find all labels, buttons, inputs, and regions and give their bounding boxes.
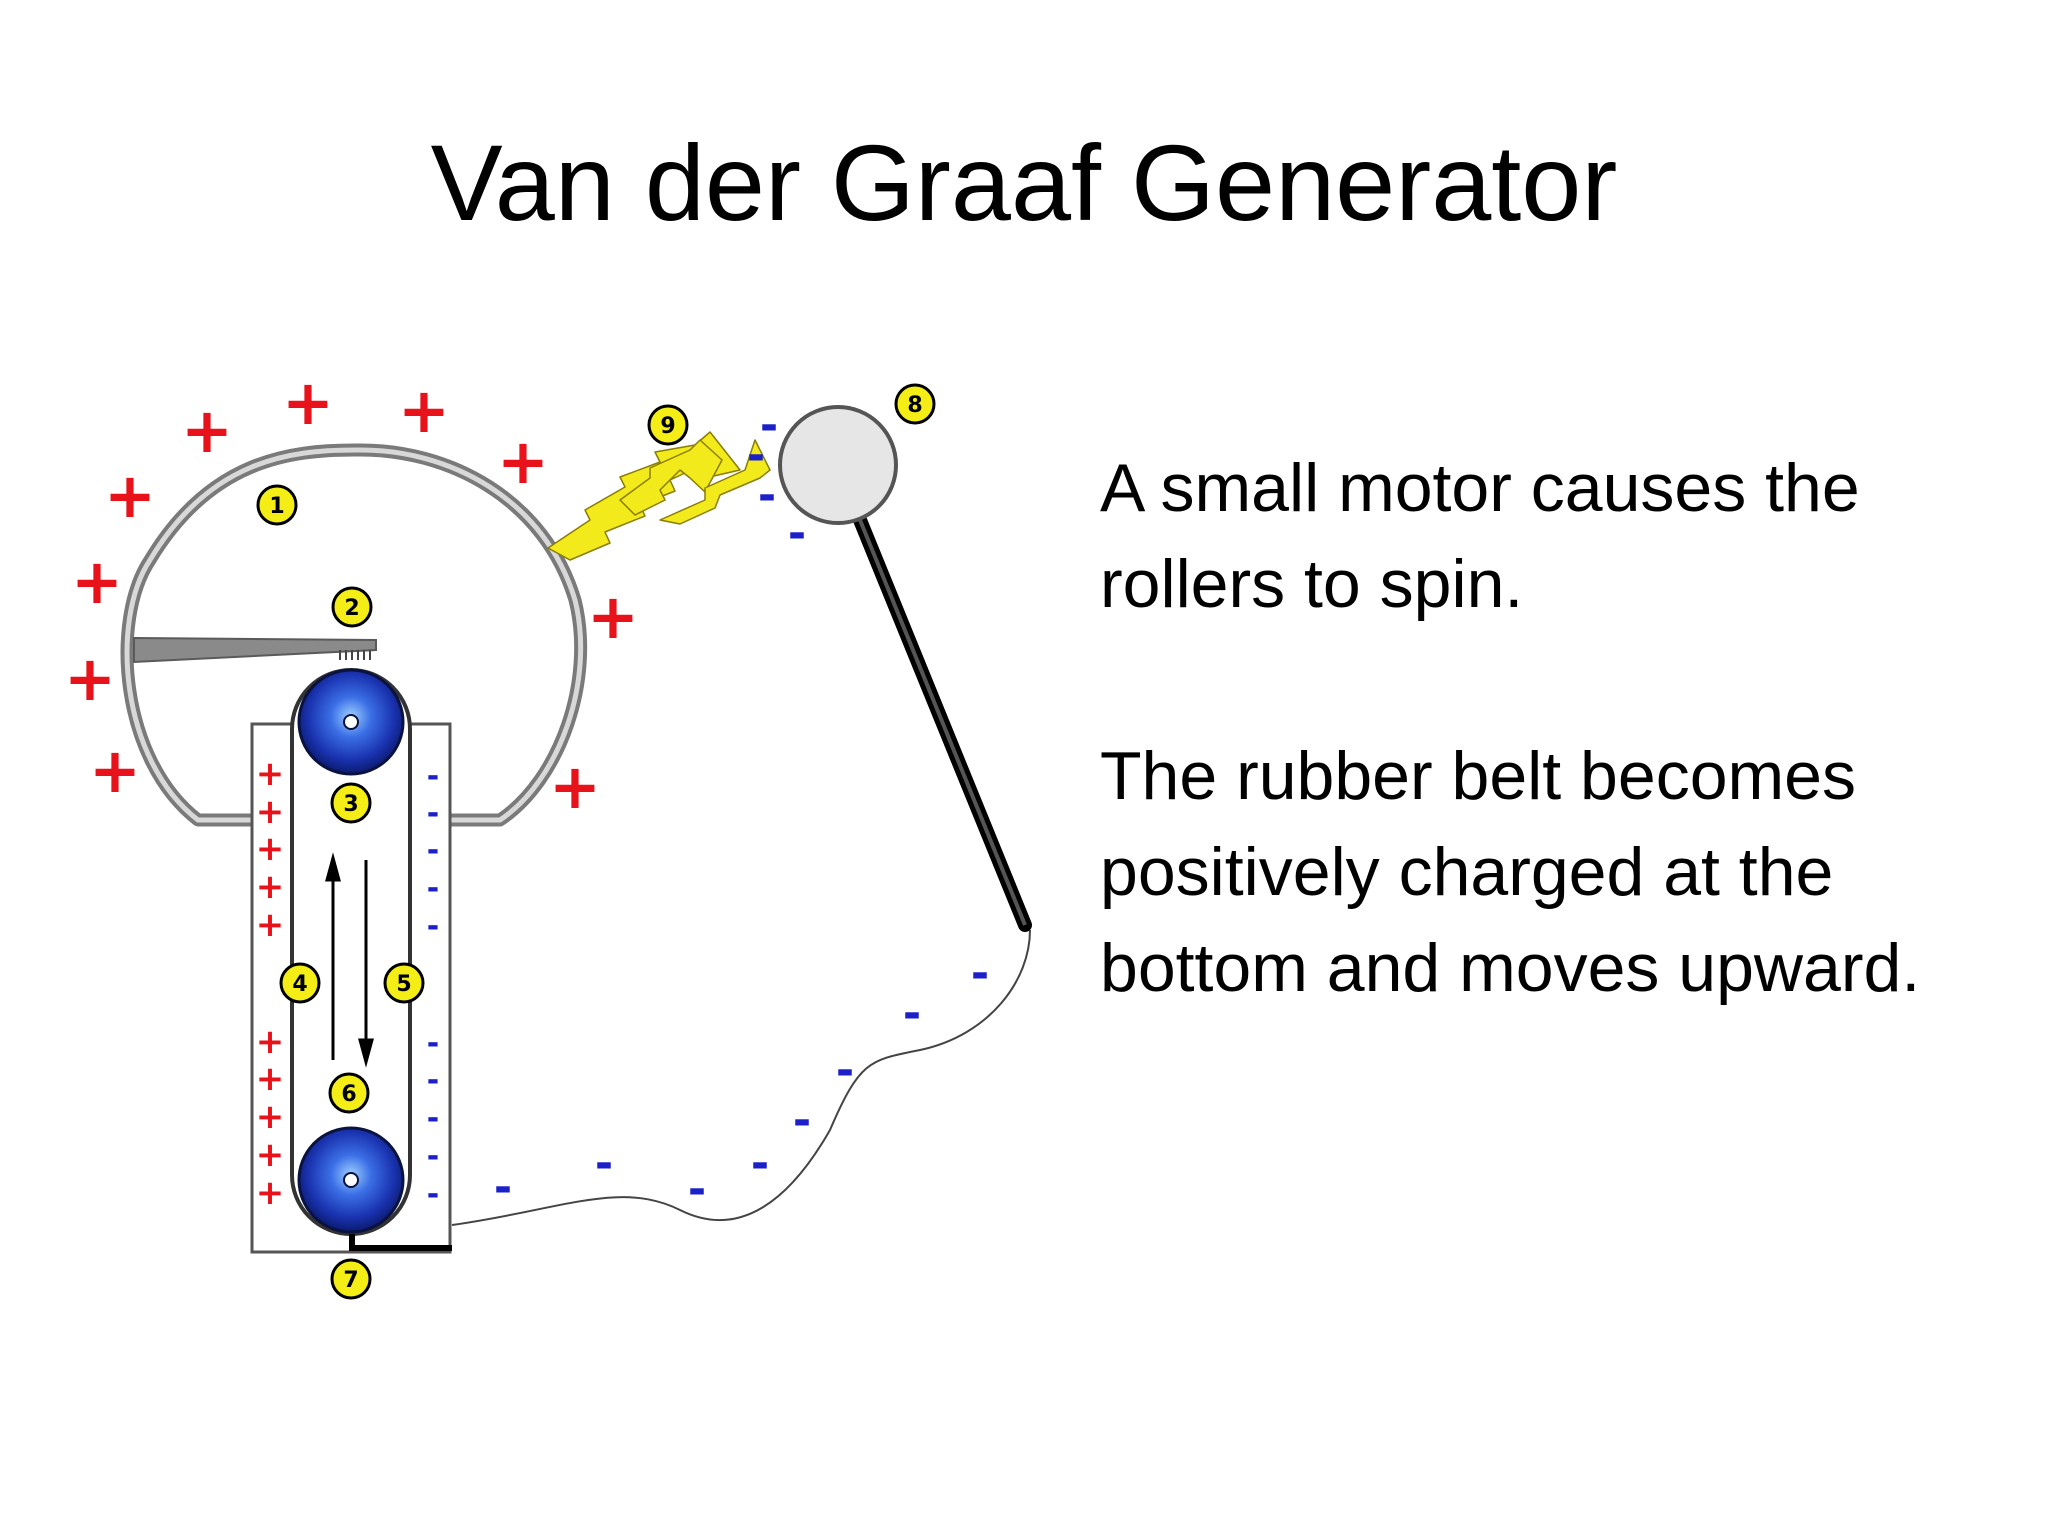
wire-negative-charge: - xyxy=(751,1138,769,1189)
label-number: 9 xyxy=(660,414,675,439)
wire-negative-charge: - xyxy=(836,1045,854,1096)
paragraph-motor: A small motor causes the rollers to spin… xyxy=(1100,450,1860,622)
belt-positive-charge: + xyxy=(256,1173,285,1213)
wire-negative-charge: - xyxy=(971,948,989,999)
sphere-negative-charge: - xyxy=(747,430,765,481)
belt-positive-charge: + xyxy=(256,867,285,907)
label-number: 8 xyxy=(907,393,922,418)
label-badge-6: 6 xyxy=(328,1072,370,1114)
spark xyxy=(547,431,771,561)
label-badge-2: 2 xyxy=(331,586,373,628)
belt-negative-charge: - xyxy=(427,909,439,944)
bottom-roller xyxy=(297,1126,405,1234)
label-badge-5: 5 xyxy=(383,962,425,1004)
belt-negative-charge: - xyxy=(427,796,439,831)
slide-title: Van der Graaf Generator xyxy=(430,122,1618,243)
positive-charge: + xyxy=(64,642,116,715)
part-labels: 1 2 3 4 5 6 7 8 9 xyxy=(256,383,936,1300)
positive-charge: + xyxy=(282,366,334,439)
lower-comb xyxy=(349,1234,452,1251)
belt-positive-charge: + xyxy=(256,1022,285,1062)
upper-comb xyxy=(133,636,377,664)
belt-positive-charge: + xyxy=(256,829,285,869)
positive-charge: + xyxy=(549,750,601,823)
belt-negative-charge: - xyxy=(427,1063,439,1098)
belt-negative-charge: - xyxy=(427,1139,439,1174)
arrow-down xyxy=(358,860,374,1068)
positive-charge: + xyxy=(398,374,450,447)
belt-positive-charge: + xyxy=(256,905,285,945)
belt-negative-charge: - xyxy=(427,1177,439,1212)
wire-negative-charge: - xyxy=(688,1164,706,1215)
positive-charge: + xyxy=(71,545,123,618)
belt-positive-charge: + xyxy=(256,1097,285,1137)
negative-charges: ---------------------- xyxy=(427,400,989,1215)
wire-negative-charge: - xyxy=(903,988,921,1039)
belt-negative-charge: - xyxy=(427,759,439,794)
label-number: 2 xyxy=(344,596,359,621)
label-number: 1 xyxy=(269,494,284,519)
label-badge-4: 4 xyxy=(279,962,321,1004)
belt-negative-charge: - xyxy=(427,833,439,868)
positive-charge: + xyxy=(89,734,141,807)
label-badge-7: 7 xyxy=(330,1258,372,1300)
label-badge-8: 8 xyxy=(894,383,936,425)
label-number: 4 xyxy=(292,972,307,997)
sphere-negative-charge: - xyxy=(788,508,806,559)
label-number: 6 xyxy=(341,1082,356,1107)
wire-negative-charge: - xyxy=(494,1162,512,1213)
wire-negative-charge: - xyxy=(793,1095,811,1146)
belt-positive-charge: + xyxy=(256,792,285,832)
top-roller xyxy=(297,668,405,776)
label-number: 7 xyxy=(343,1268,358,1293)
ground-wire xyxy=(451,929,1031,1226)
belt-positive-charge: + xyxy=(256,1135,285,1175)
sphere-negative-charge: - xyxy=(760,400,778,451)
positive-charge: + xyxy=(497,425,549,498)
belt-positive-charge: + xyxy=(256,754,285,794)
body-text: A small motor causes the rollers to spin… xyxy=(1100,440,2040,1112)
positive-charge: + xyxy=(104,459,156,532)
label-badge-3: 3 xyxy=(330,782,372,824)
belt-positive-charge: + xyxy=(256,1059,285,1099)
belt-negative-charge: - xyxy=(427,1101,439,1136)
positive-charges: ++++++++++++++++++++ xyxy=(64,366,639,1213)
wire-negative-charge: - xyxy=(595,1138,613,1189)
positive-charge: + xyxy=(587,580,639,653)
positive-charge: + xyxy=(181,394,233,467)
belt-negative-charge: - xyxy=(427,1026,439,1061)
discharge-sphere xyxy=(778,405,898,525)
belt-negative-charge: - xyxy=(427,871,439,906)
arrow-up xyxy=(325,852,341,1060)
paragraph-belt: The rubber belt becomes positively charg… xyxy=(1100,738,1921,1006)
sphere-negative-charge: - xyxy=(758,470,776,521)
label-number: 3 xyxy=(343,792,358,817)
label-badge-9: 9 xyxy=(647,404,689,446)
label-number: 5 xyxy=(396,972,411,997)
comb-teeth xyxy=(339,650,371,660)
label-badge-1: 1 xyxy=(256,484,298,526)
